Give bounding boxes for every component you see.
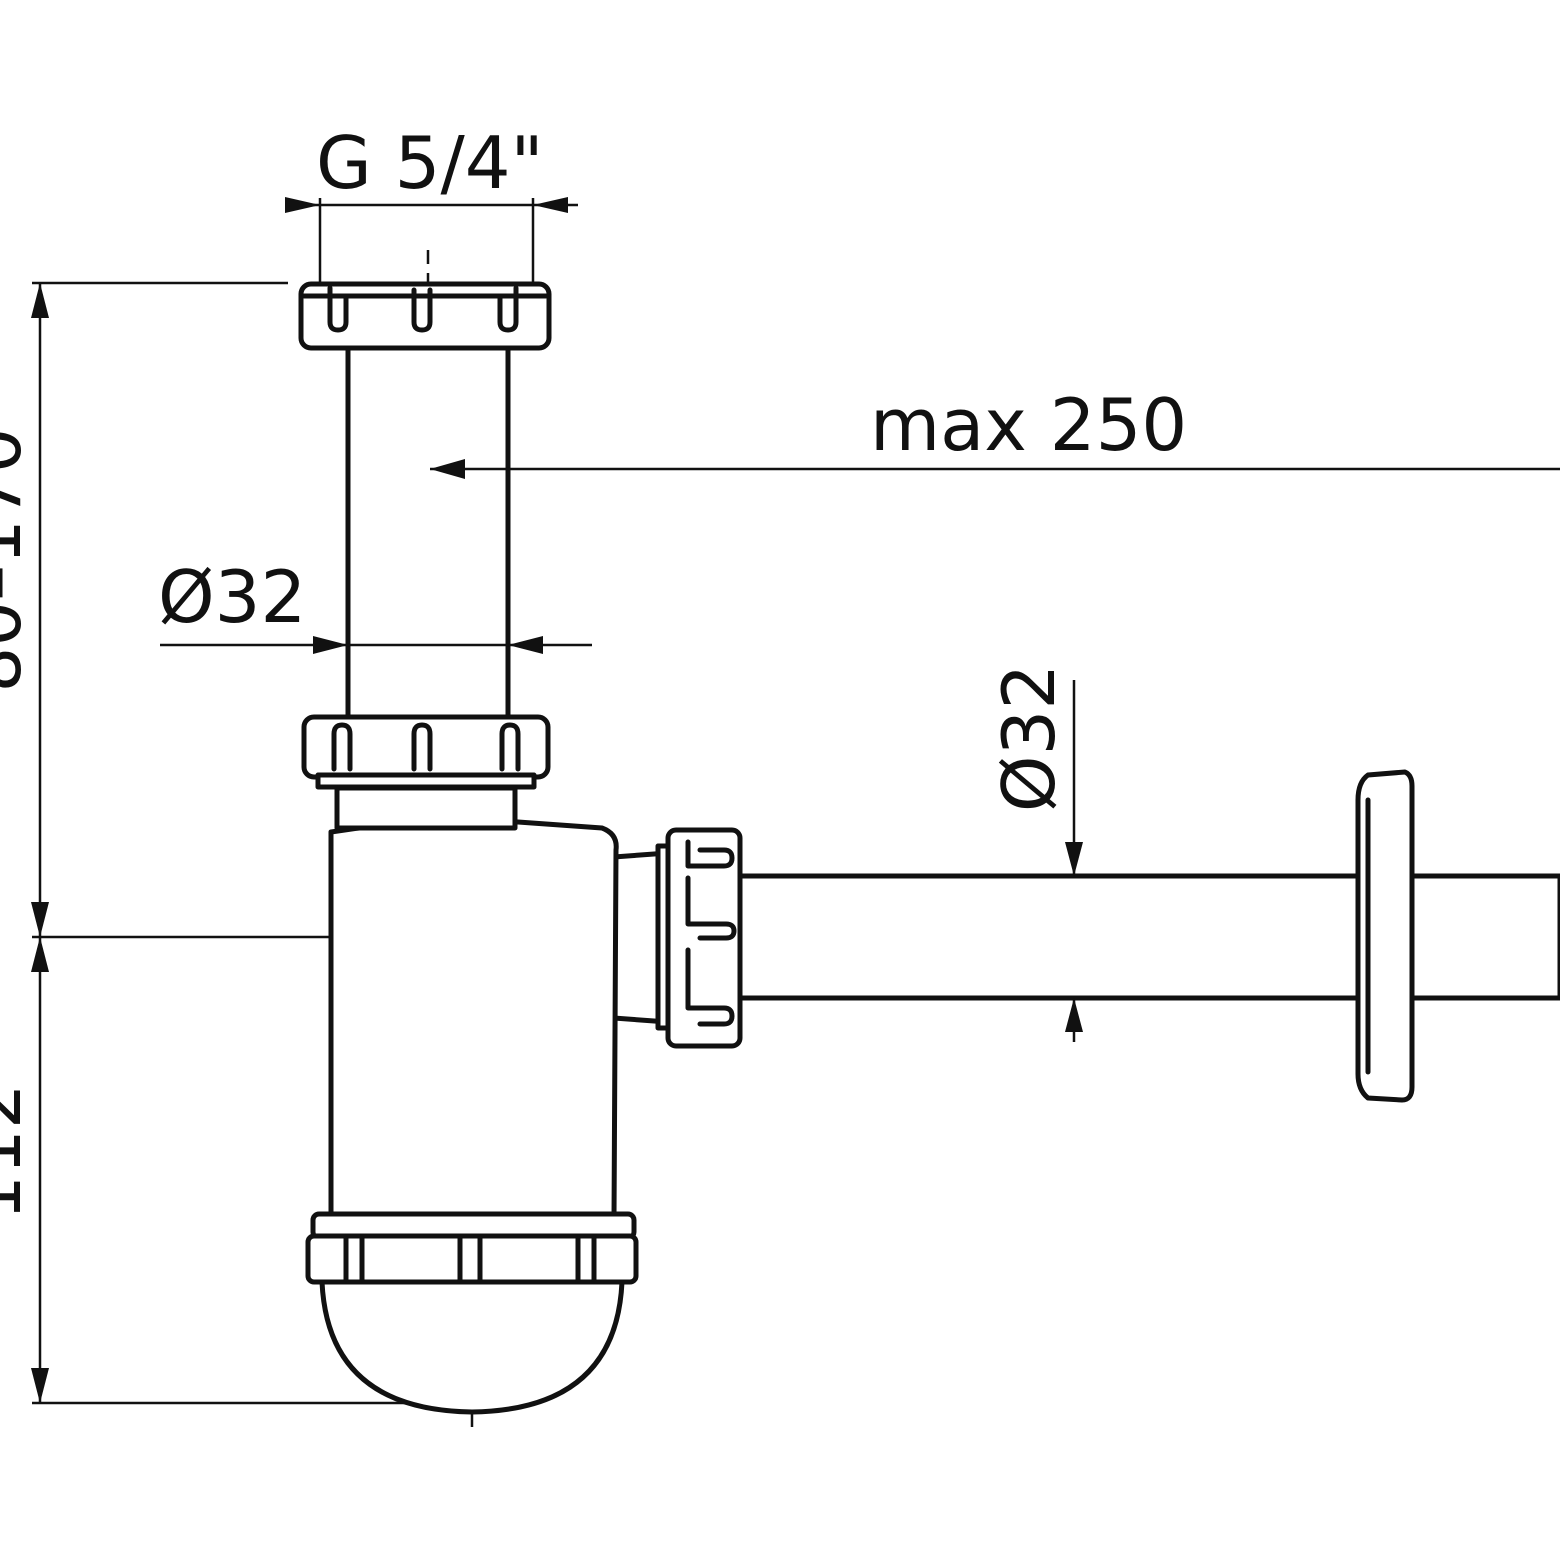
outlet-pipe: [655, 769, 1560, 1103]
inlet-tube: [298, 281, 552, 831]
thread-size-label: G 5/4": [316, 121, 544, 205]
height-range-label: 80–170: [0, 427, 37, 692]
outlet-diameter-label: Ø32: [987, 664, 1071, 812]
max-length-label: max 250: [870, 383, 1187, 467]
bottom-height-label: 112: [0, 1083, 37, 1220]
dimension-lines: [31, 197, 1560, 1403]
siphon-body: [305, 818, 671, 1415]
inlet-diameter-label: Ø32: [158, 555, 306, 639]
